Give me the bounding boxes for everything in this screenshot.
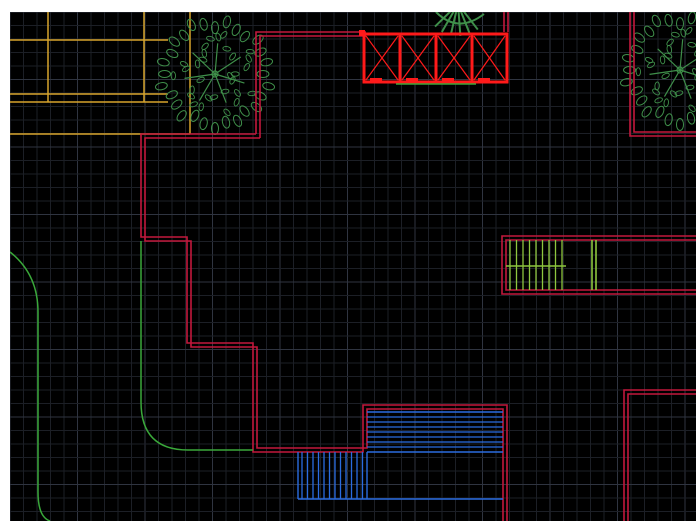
green-path-curves[interactable] [10,241,253,521]
drawing-canvas[interactable] [10,12,696,521]
stair-blue-bottom[interactable] [297,411,503,500]
tree-symbol-top[interactable] [434,12,485,36]
wall-outline-main[interactable] [140,12,509,521]
grid-lines [10,12,696,521]
wall-corner-bottom-right[interactable] [623,389,696,521]
wall-corner-top-right[interactable] [629,12,696,137]
cad-viewport[interactable] [10,12,696,521]
railing-element-top[interactable] [359,30,509,85]
tree-symbol-left[interactable] [154,15,276,135]
stair-box-right[interactable] [501,235,696,295]
